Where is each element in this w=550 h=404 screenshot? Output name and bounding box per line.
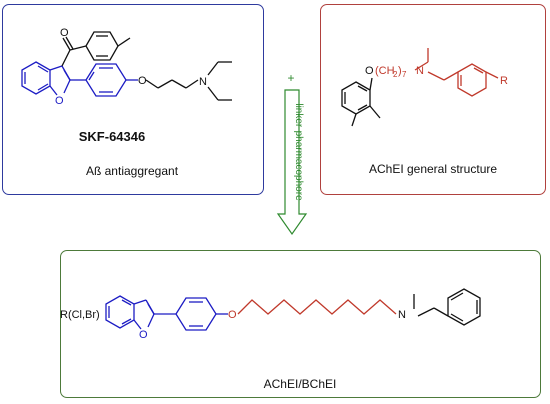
furan-oxygen-bottom: O: [139, 329, 148, 341]
linker-close: ): [398, 65, 402, 77]
compound-name: SKF-64346: [79, 129, 145, 144]
achei-structure-panel: [320, 4, 546, 195]
amine-nitrogen-bottom: N: [398, 309, 406, 321]
r-substituent: R: [500, 75, 508, 87]
linker-h-subscript: 2: [393, 70, 398, 79]
hybrid-label: AChEI/BChEI: [264, 377, 337, 391]
hybrid-structure: R(Cl,Br) O O N: [60, 288, 481, 341]
ether-oxygen-bottom: O: [228, 309, 237, 321]
ether-oxygen-right: O: [365, 65, 374, 77]
skf-64346-structure: O O O N: [21, 27, 232, 107]
linker-count: 7: [402, 70, 407, 79]
down-arrow-icon: [276, 89, 308, 236]
achei-general-structure: O (CH 2 ) 7 N R: [341, 48, 508, 127]
furan-oxygen: O: [55, 95, 64, 107]
halogen-substituent: R(Cl,Br): [60, 309, 100, 321]
activity-label: Aß antiaggregant: [86, 164, 179, 178]
achei-label: AChEI general structure: [369, 162, 497, 176]
carbonyl-oxygen: O: [60, 27, 69, 39]
amine-nitrogen: N: [199, 76, 207, 88]
amine-nitrogen-right: N: [416, 65, 424, 77]
ether-oxygen: O: [138, 75, 147, 87]
linker-open: (CH: [375, 65, 395, 77]
plus-sign: +: [287, 71, 294, 85]
heptyl-linker: (CH 2 ) 7: [375, 65, 407, 79]
hybrid-compound-panel: [60, 250, 541, 398]
linker-pharmacophore-label: linker-pharmacophore: [293, 103, 304, 201]
